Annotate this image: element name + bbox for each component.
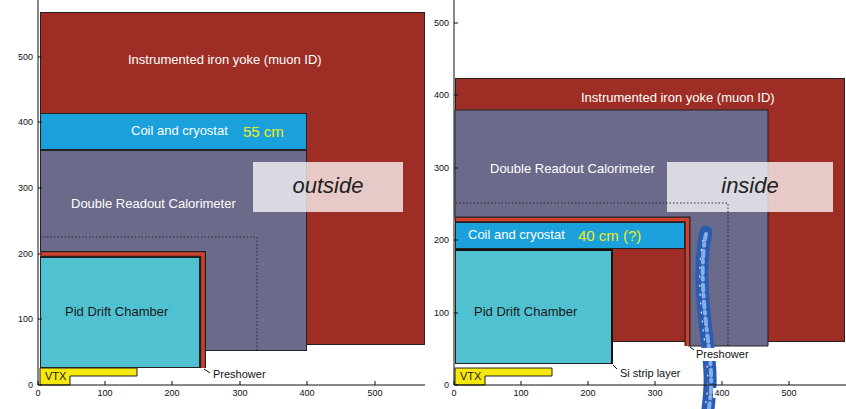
axis-tick-label: 300	[646, 388, 663, 398]
particle-jet	[702, 232, 710, 409]
axis-tick-label: 0	[27, 380, 34, 390]
part-label: Pid Drift Chamber	[474, 305, 577, 320]
axis-tick	[105, 381, 106, 385]
axis-tick-label: 300	[231, 388, 248, 398]
leader-line	[690, 347, 694, 350]
part-label: Instrumented iron yoke (muon ID)	[581, 91, 775, 106]
part-label: Instrumented iron yoke (muon ID)	[128, 53, 322, 68]
axis-tick-label: 100	[433, 308, 450, 318]
dotted-boundary	[456, 203, 728, 346]
axis-tick-label: 100	[512, 388, 529, 398]
axis-tick	[38, 57, 42, 58]
part-label: Pid Drift Chamber	[65, 305, 168, 320]
axis-tick	[521, 381, 522, 385]
axis-tick	[38, 385, 42, 386]
vertex-detector: VTX	[455, 368, 552, 385]
axis-tick-label: 500	[433, 18, 450, 28]
note-box: inside	[667, 162, 833, 212]
axis-line	[454, 0, 846, 385]
axis-tick-label: 200	[17, 249, 34, 259]
axis-tick-label: 400	[713, 388, 730, 398]
axis-tick	[454, 240, 458, 241]
axis-tick-label: 400	[298, 388, 315, 398]
axis-tick	[588, 381, 589, 385]
axis-tick-label: 500	[780, 388, 797, 398]
part-label: inside	[667, 173, 833, 198]
preshower-layer	[456, 220, 688, 347]
axis-tick	[454, 95, 458, 96]
callout-label: Si strip layer	[619, 367, 682, 380]
leader-line	[613, 365, 617, 369]
si-strip-layer	[456, 250, 612, 364]
axis-tick	[38, 188, 42, 189]
particle-jet	[703, 234, 711, 409]
callout-label: Preshower	[212, 368, 267, 381]
preshower-layer	[40, 254, 203, 368]
axis-tick	[307, 381, 308, 385]
axis-tick	[38, 254, 42, 255]
part-label: VTX	[45, 370, 66, 383]
leader-line	[204, 369, 210, 373]
axis-tick	[38, 381, 39, 385]
drift-chamber: Pid Drift Chamber	[455, 250, 612, 364]
part-label: Double Readout Calorimeter	[490, 162, 655, 177]
part-label: outside	[253, 173, 403, 198]
axis-tick	[454, 168, 458, 169]
axis-tick	[722, 381, 723, 385]
coil-cryostat: Coil and cryostat 40 cm (?)	[455, 222, 685, 249]
part-label: Coil and cryostat	[131, 124, 228, 139]
axis-tick-label: 100	[96, 388, 113, 398]
preshower-layer	[456, 220, 688, 347]
note-box: outside	[253, 162, 403, 212]
axis-tick	[454, 385, 458, 386]
axis-tick-label: 400	[17, 117, 34, 127]
drift-chamber: Pid Drift Chamber	[40, 257, 200, 368]
axis-tick-label: 0	[443, 380, 450, 390]
axis-tick	[454, 381, 455, 385]
axis-tick-label: 400	[433, 90, 450, 100]
axis-tick-label: 300	[433, 163, 450, 173]
axis-tick-label: 200	[579, 388, 596, 398]
vertex-detector: VTX	[40, 368, 137, 385]
axis-tick	[454, 23, 458, 24]
axis-tick-label: 500	[17, 52, 34, 62]
axis-tick	[240, 381, 241, 385]
particle-jet	[700, 240, 708, 409]
vertex-detector-outline	[455, 368, 552, 385]
axis-tick-label: 100	[17, 314, 34, 324]
axis-tick-label: 200	[163, 388, 180, 398]
part-label: Double Readout Calorimeter	[71, 197, 236, 212]
part-label: VTX	[460, 370, 481, 383]
axis-tick	[454, 313, 458, 314]
part-label: 40 cm (?)	[578, 227, 641, 244]
callout-label: Preshower	[695, 348, 750, 361]
axis-tick-label: 0	[34, 388, 41, 398]
preshower-layer	[40, 254, 203, 368]
coil-cryostat: Coil and cryostat 55 cm	[40, 113, 307, 150]
axis-tick-label: 300	[17, 183, 34, 193]
axis-line	[38, 0, 425, 385]
axis-tick-label: 0	[450, 388, 457, 398]
axis-tick	[38, 122, 42, 123]
axis-tick	[789, 381, 790, 385]
axis-tick	[172, 381, 173, 385]
vertex-detector-outline	[40, 368, 137, 385]
part-label: 55 cm	[243, 123, 284, 140]
axis-tick-label: 500	[366, 388, 383, 398]
part-label: Coil and cryostat	[468, 228, 565, 243]
axis-tick	[375, 381, 376, 385]
axis-tick-label: 200	[433, 235, 450, 245]
axis-tick	[655, 381, 656, 385]
axis-tick	[38, 319, 42, 320]
